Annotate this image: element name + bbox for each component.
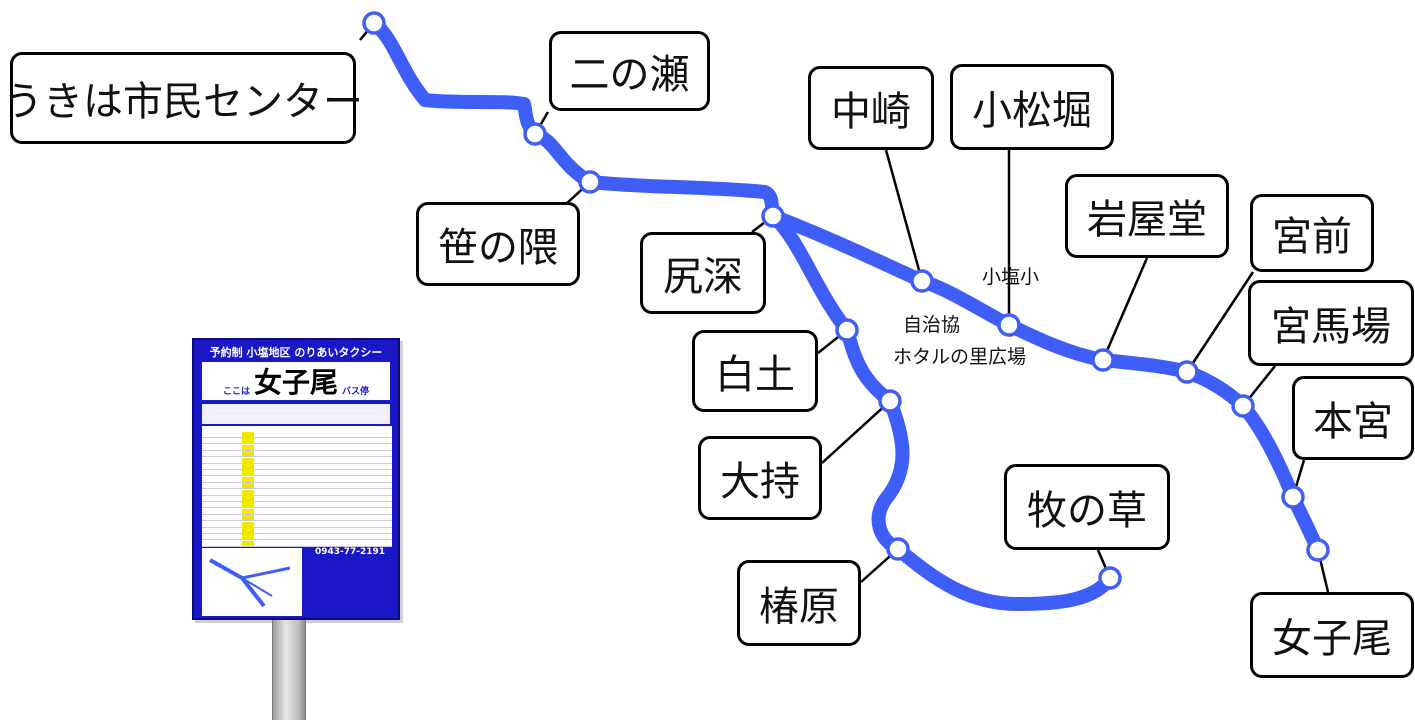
sign-timetable-row: [202, 534, 392, 541]
sign-timetable-highlight: [242, 515, 254, 521]
station-label-omochi[interactable]: 大持: [698, 436, 822, 520]
sign-stop-name: 女子尾: [253, 366, 338, 399]
sign-timetable-highlight: [242, 457, 254, 463]
sign-timetable-row: [202, 515, 392, 522]
stop-marker-miyamae[interactable]: [1175, 360, 1199, 384]
stop-marker-miyababa[interactable]: [1231, 394, 1255, 418]
sign-timetable-row: [202, 521, 392, 528]
sign-timetable-row: [202, 496, 392, 502]
sign-timetable-row: [202, 489, 392, 496]
station-label-megoo[interactable]: 女子尾: [1250, 592, 1414, 678]
sign-timetable-row: [202, 464, 392, 470]
station-label-makinokusa[interactable]: 牧の草: [1004, 464, 1170, 550]
sign-timetable-row: [202, 432, 392, 438]
stop-marker-shiribuka[interactable]: [761, 204, 785, 228]
sign-timetable-row: [202, 528, 392, 534]
leader-line: [1185, 271, 1255, 373]
sign-timetable-highlight: [242, 483, 254, 489]
station-label-kunugihara[interactable]: 椿原: [737, 560, 861, 646]
stop-marker-megoo[interactable]: [1306, 538, 1330, 562]
leader-line: [821, 400, 891, 464]
sign-timetable-highlight: [242, 451, 254, 457]
station-label-sasanokuma[interactable]: 笹の隈: [416, 202, 580, 286]
sign-timetable-row: [202, 476, 392, 483]
sign-timetable-highlight: [242, 540, 254, 546]
station-label-ninose[interactable]: 二の瀬: [549, 31, 710, 111]
station-label-hotaru[interactable]: ホタルの里広場: [893, 346, 1027, 368]
sign-prefix: ここは: [222, 387, 250, 397]
sign-timetable-row: [202, 502, 392, 509]
sign-post: [272, 620, 306, 720]
stop-marker-iwayado[interactable]: [1091, 348, 1115, 372]
sign-timetable-highlight: [242, 534, 254, 540]
sign-phone: 0943-77-2191: [314, 547, 386, 557]
sign-notice: [202, 404, 390, 424]
sign-timetable-row: [202, 470, 392, 477]
sign-timetable-highlight: [242, 521, 254, 527]
stop-marker-kunugihara[interactable]: [886, 537, 910, 561]
sign-header: 予約制 小塩地区 のりあいタクシー: [209, 346, 383, 359]
sign-timetable-highlight: [242, 489, 254, 495]
leader-line: [884, 149, 924, 282]
station-label-shiribuka[interactable]: 尻深: [640, 232, 766, 314]
bus-stop-sign: 予約制 小塩地区 のりあいタクシー ここは 女子尾 バス停 0943-77-21…: [192, 338, 400, 620]
station-label-koshiosho[interactable]: 小塩小: [982, 266, 1040, 288]
station-label-hongu[interactable]: 本宮: [1292, 376, 1414, 460]
sign-name-panel: ここは 女子尾 バス停: [202, 362, 390, 400]
sign-timetable-row: [202, 438, 392, 445]
stop-marker-shiratsuchi[interactable]: [835, 318, 859, 342]
sign-timetable-highlight: [242, 464, 254, 469]
station-label-jichikyo[interactable]: 自治協: [903, 314, 961, 336]
stop-marker-ukiha[interactable]: [362, 11, 386, 35]
main-route: [367, 16, 1325, 557]
stop-marker-nakazaki[interactable]: [910, 269, 934, 293]
sign-mini-map-icon: [202, 548, 302, 616]
sign-timetable-highlight: [242, 508, 254, 514]
station-label-miyababa[interactable]: 宮馬場: [1248, 280, 1414, 366]
sign-timetable-row: [202, 451, 392, 458]
sign-timetable-row: [202, 508, 392, 515]
stop-marker-omochi[interactable]: [878, 389, 902, 413]
stop-marker-sasanokuma[interactable]: [578, 170, 602, 194]
leader-line: [1101, 257, 1149, 361]
station-label-iwayado[interactable]: 岩屋堂: [1065, 174, 1229, 258]
sign-timetable-row: [202, 483, 392, 490]
station-label-komatsubori[interactable]: 小松堀: [950, 64, 1114, 150]
station-label-miyamae[interactable]: 宮前: [1250, 194, 1374, 272]
stop-marker-makinokusa[interactable]: [1098, 566, 1122, 590]
sign-timetable-highlight: [242, 438, 254, 444]
sign-timetable-row: [202, 444, 392, 451]
sign-timetable-highlight: [242, 496, 254, 501]
sign-timetable-highlight: [242, 444, 254, 450]
station-label-nakazaki[interactable]: 中崎: [808, 66, 934, 150]
sign-timetable-highlight: [242, 470, 254, 476]
sign-timetable-highlight: [242, 476, 254, 482]
stop-marker-komatsubori[interactable]: [997, 313, 1021, 337]
sign-timetable-row: [202, 457, 392, 464]
station-label-ukiha[interactable]: うきは市民センター: [3, 52, 363, 144]
sign-timetable-row: [202, 540, 392, 547]
stop-marker-hongu[interactable]: [1281, 485, 1305, 509]
sign-timetable-highlight: [242, 502, 254, 508]
sign-suffix: バス停: [342, 387, 370, 397]
sign-timetable: [202, 426, 392, 547]
stop-marker-ninose[interactable]: [523, 122, 547, 146]
sign-timetable-highlight: [242, 528, 254, 533]
sign-timetable-highlight: [242, 432, 254, 437]
station-label-shiratsuchi[interactable]: 白土: [692, 330, 818, 412]
